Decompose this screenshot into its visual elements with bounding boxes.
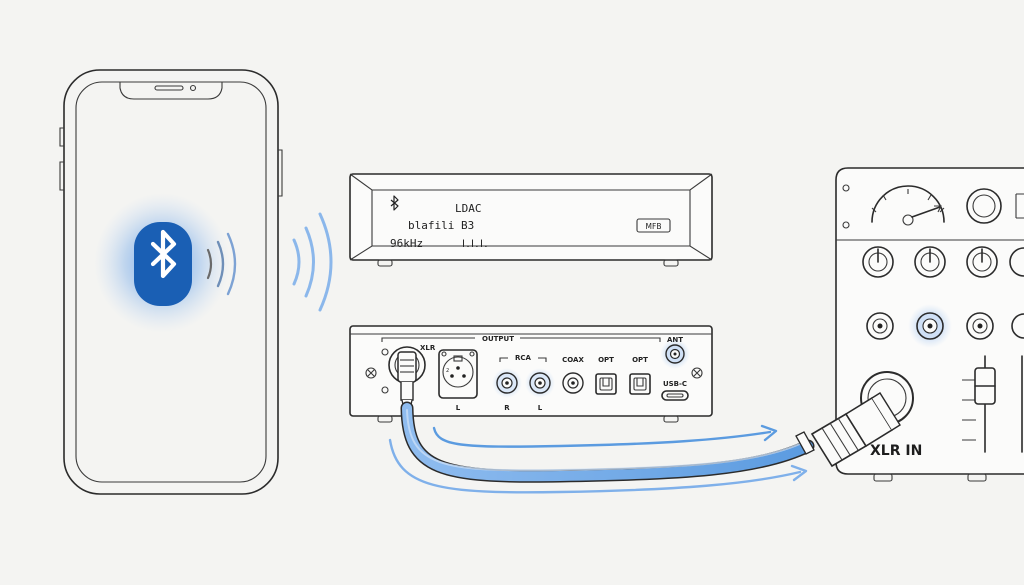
xlr-output-jack[interactable]: XLR: [381, 344, 436, 394]
output-label: OUTPUT: [482, 335, 514, 343]
opt1-label: OPT: [598, 356, 614, 364]
channel-jack-3[interactable]: [966, 312, 994, 340]
codec-readout: LDAC: [455, 202, 482, 215]
usb-c-port[interactable]: USB-C: [661, 380, 689, 401]
coax-jack[interactable]: COAX: [562, 356, 584, 394]
audio-mixer: XLR IN: [810, 167, 1024, 482]
gain-knob-2[interactable]: [914, 246, 946, 278]
xlr-male-plug: [810, 392, 901, 468]
display-bluetooth-icon: [390, 195, 399, 211]
xlr-left-jack[interactable]: 2 L: [438, 349, 478, 412]
gain-knob-3[interactable]: [966, 246, 998, 278]
xlr-label: XLR: [420, 344, 436, 352]
rca-right-jack[interactable]: R: [492, 368, 522, 412]
optical-jack-2[interactable]: OPT: [629, 356, 651, 395]
signal-flow-arrows: [388, 424, 808, 494]
rca-right-label: R: [504, 404, 510, 412]
channel-jack-active[interactable]: [908, 304, 952, 348]
rca-left-label: L: [538, 404, 543, 412]
wireless-signal: [292, 212, 333, 312]
channel-fader[interactable]: [962, 355, 996, 453]
receiver-rear: OUTPUT XLR: [349, 325, 713, 423]
opt2-label: OPT: [632, 356, 648, 364]
rear-screw-left: [365, 367, 377, 379]
xlr-left-label: L: [456, 404, 461, 412]
coax-label: COAX: [562, 356, 584, 364]
xlr-pin-2-label: 2: [446, 368, 449, 374]
vu-meter: [871, 185, 945, 226]
level-meter: Ⅰ.Ⅰ.Ⅰ.: [462, 239, 489, 250]
top-knob[interactable]: [966, 188, 1024, 224]
rca-left-jack[interactable]: L: [525, 368, 555, 412]
sample-rate-readout: 96kHz: [390, 237, 423, 250]
channel-jack-4[interactable]: [1011, 313, 1024, 339]
xlr-in-label: XLR IN: [870, 443, 922, 459]
rear-screw-right: [691, 367, 703, 379]
smartphone: [59, 69, 283, 495]
gain-knob-4[interactable]: [1009, 247, 1024, 277]
rca-label: RCA: [515, 354, 532, 362]
xlr-cable: [400, 382, 815, 483]
optical-jack-1[interactable]: OPT: [595, 356, 617, 395]
device-name-readout: blafili B3: [408, 219, 474, 232]
antenna-jack[interactable]: ANT: [660, 336, 690, 369]
mfb-button-label: MFB: [646, 222, 662, 231]
usb-label: USB-C: [663, 380, 687, 388]
mfb-button[interactable]: MFB: [636, 218, 671, 233]
channel-jack-1[interactable]: [866, 312, 894, 340]
phone-bluetooth-indicator: [94, 193, 237, 333]
gain-knob-1[interactable]: [862, 246, 894, 278]
bluetooth-icon: [134, 222, 192, 306]
receiver-front: LDAC blafili B3 96kHz Ⅰ.Ⅰ.Ⅰ. MFB: [349, 173, 713, 267]
